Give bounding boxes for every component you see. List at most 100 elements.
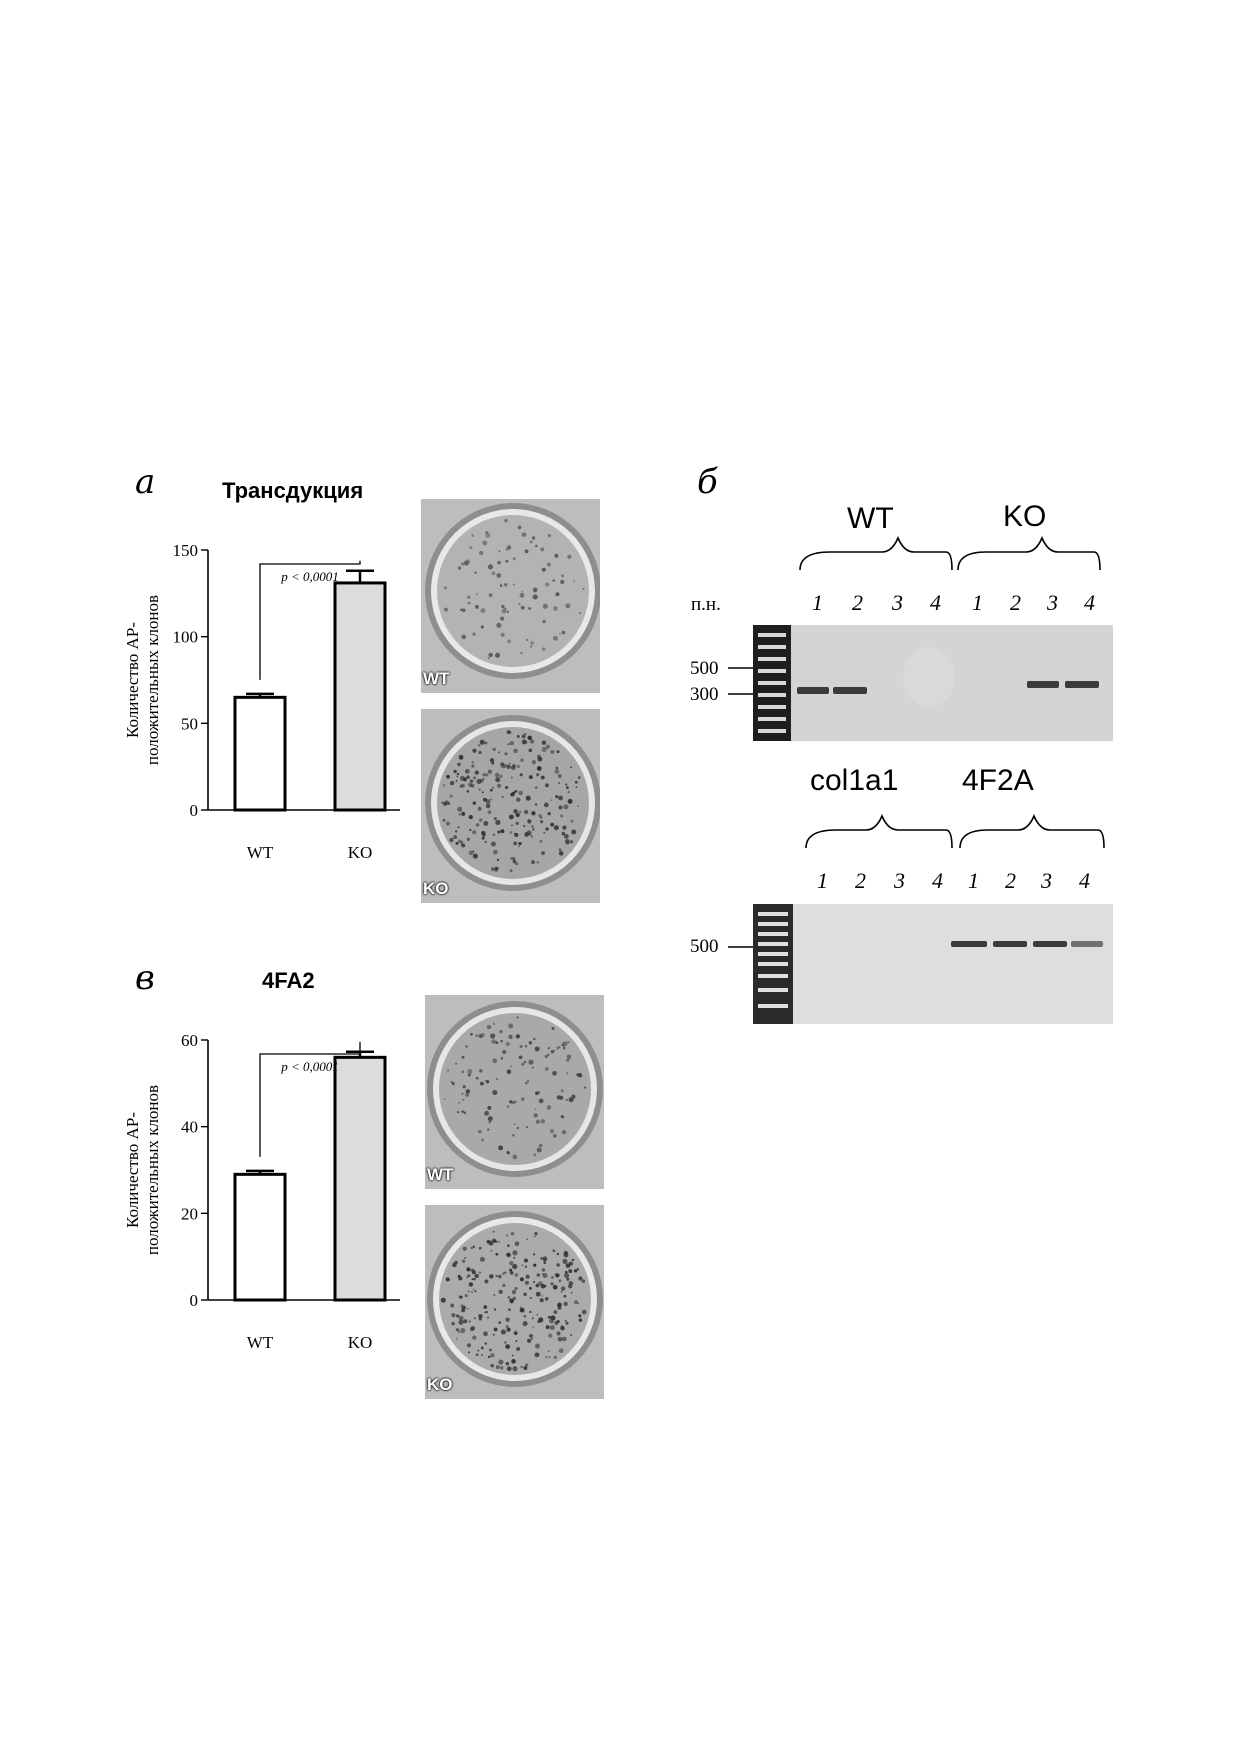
colony-dot xyxy=(457,806,463,812)
colony-dot xyxy=(510,1065,513,1068)
significance-bracket xyxy=(259,560,361,680)
colony-dot xyxy=(524,1280,529,1285)
colony-dot xyxy=(522,1320,528,1327)
colony-dot xyxy=(573,1300,579,1305)
colony-dot xyxy=(504,1341,507,1344)
colony-dot xyxy=(469,779,474,783)
colony-dot xyxy=(449,780,455,786)
colony-dot xyxy=(457,1330,461,1334)
colony-dot xyxy=(445,821,450,826)
lane-number: 4 xyxy=(1079,868,1090,893)
colony-dot xyxy=(516,734,520,738)
colony-dot xyxy=(513,1123,516,1126)
colony-dot xyxy=(515,862,519,866)
colony-dot xyxy=(528,748,533,753)
colony-dot xyxy=(520,652,523,655)
colony-dot xyxy=(512,859,517,864)
colony-dot xyxy=(457,762,461,767)
colony-dot xyxy=(556,1252,560,1256)
colony-dot xyxy=(548,1333,553,1338)
colony-dot xyxy=(500,1039,503,1043)
colony-dot xyxy=(550,1050,554,1054)
lane-number: 4 xyxy=(932,868,943,893)
colony-dot xyxy=(560,1326,565,1331)
x-tick-label: WT xyxy=(247,1333,274,1352)
colony-dot xyxy=(484,840,487,844)
colony-dot xyxy=(454,830,458,833)
colony-dot xyxy=(533,1037,536,1041)
colony-dot xyxy=(509,1268,513,1272)
colony-dot xyxy=(460,843,463,845)
colony-dot xyxy=(519,1277,525,1282)
colony-dot xyxy=(545,744,551,749)
colony-dot xyxy=(492,1230,495,1233)
colony-dot xyxy=(460,840,464,844)
lane-number: 2 xyxy=(1005,868,1016,893)
colony-dot xyxy=(568,1097,574,1103)
dish-photo-ko-a: KO xyxy=(421,709,600,903)
colony-dot xyxy=(532,1326,535,1329)
colony-dot xyxy=(468,1282,474,1287)
colony-dot xyxy=(479,1081,484,1086)
colony-dot xyxy=(495,1274,498,1278)
colony-dot xyxy=(553,1355,557,1359)
colony-dot xyxy=(560,1115,564,1119)
dish-image xyxy=(421,709,600,903)
colony-dot xyxy=(498,1274,502,1279)
gel-group-label-wt: WT xyxy=(847,502,894,535)
colony-dot xyxy=(458,754,464,760)
colony-dot xyxy=(549,1325,555,1331)
sample-bands xyxy=(797,681,1099,694)
colony-dot xyxy=(527,819,532,824)
colony-dot xyxy=(555,766,559,770)
significance-label: p < 0,0001 xyxy=(280,569,339,584)
colony-dot xyxy=(478,1317,482,1321)
colony-dot xyxy=(536,766,542,771)
panel-letter-a: а xyxy=(135,462,156,502)
colony-dot xyxy=(456,1314,460,1318)
colony-dot xyxy=(519,592,525,598)
colony-dot xyxy=(444,607,448,612)
colony-dot xyxy=(454,1260,458,1265)
colony-dot xyxy=(531,760,537,765)
colony-dot xyxy=(467,595,471,599)
colony-dot xyxy=(518,790,523,796)
colony-dot xyxy=(560,1286,566,1291)
colony-dot xyxy=(561,630,566,635)
colony-dot xyxy=(563,1294,567,1298)
colony-dot xyxy=(536,861,539,864)
colony-dot xyxy=(466,790,470,793)
colony-dot xyxy=(552,1070,557,1076)
colony-dot xyxy=(540,1119,545,1124)
marker-tick-bottom xyxy=(728,946,754,948)
colony-dot xyxy=(504,1271,507,1274)
y-tick-label: 20 xyxy=(181,1204,198,1223)
colony-dot xyxy=(525,795,531,801)
lane-number: 1 xyxy=(817,868,828,893)
colony-dot xyxy=(472,1245,475,1248)
brace-4f2a xyxy=(959,814,1105,849)
colony-dot xyxy=(496,573,502,578)
colony-dot xyxy=(502,1283,506,1288)
colony-dot xyxy=(467,1290,470,1293)
colony-dot xyxy=(540,775,545,780)
colony-dot xyxy=(483,1331,488,1337)
colony-dot xyxy=(490,1353,495,1358)
colony-dot xyxy=(543,802,549,808)
colony-dot xyxy=(524,549,529,554)
colony-dot xyxy=(471,761,475,764)
colony-dot xyxy=(491,761,495,765)
colony-dot xyxy=(534,1108,537,1110)
colony-dot xyxy=(507,546,511,550)
colony-dot xyxy=(528,1059,534,1065)
colony-dot xyxy=(509,1270,514,1275)
colony-dot xyxy=(474,571,477,574)
colony-dot xyxy=(491,1039,496,1044)
colony-dot xyxy=(566,1054,572,1059)
colony-dot xyxy=(507,1105,510,1108)
colony-dot xyxy=(468,815,473,820)
colony-dot xyxy=(485,1310,488,1314)
lane-number: 2 xyxy=(852,590,863,615)
colony-dot xyxy=(461,811,466,816)
colony-dot xyxy=(487,1116,493,1122)
